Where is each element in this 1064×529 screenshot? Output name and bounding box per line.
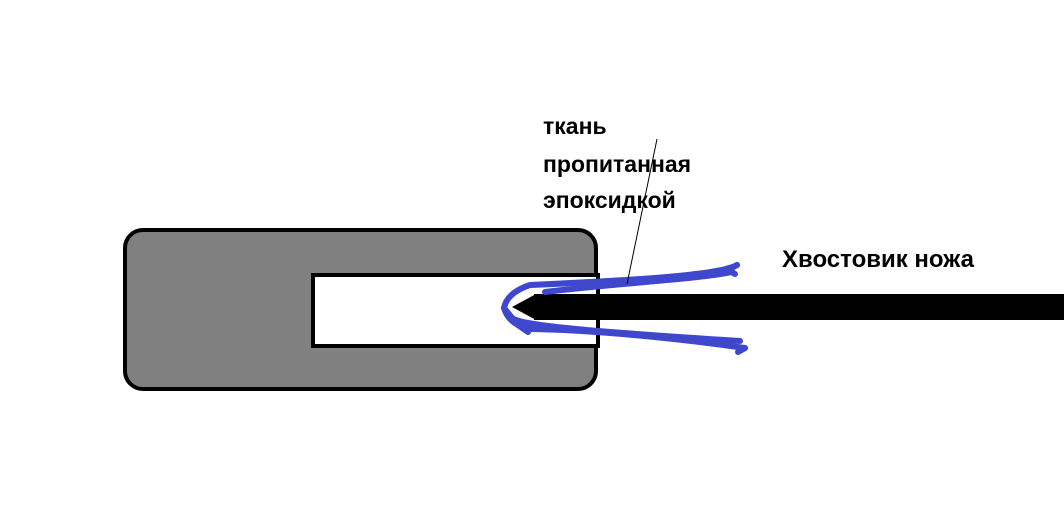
fabric-upper-inner — [542, 269, 735, 295]
fabric-upper-strand — [501, 262, 740, 311]
fabric-fold — [501, 305, 531, 335]
fabric-lower-inner — [509, 315, 743, 344]
fabric-label-line-1: ткань — [543, 113, 607, 139]
fabric-label-line-2: пропитанная — [543, 151, 692, 177]
knife-tang — [534, 294, 1064, 320]
fabric-label-line-3: эпоксидкой — [543, 187, 676, 213]
fabric-leader-line — [626, 138, 658, 285]
fabric-upper-end — [725, 262, 740, 277]
knife-tang-tip — [512, 294, 536, 320]
epoxy-fabric — [501, 262, 748, 355]
tang-label: Хвостовик ножа — [782, 246, 974, 273]
fabric-lower-end — [735, 345, 748, 355]
